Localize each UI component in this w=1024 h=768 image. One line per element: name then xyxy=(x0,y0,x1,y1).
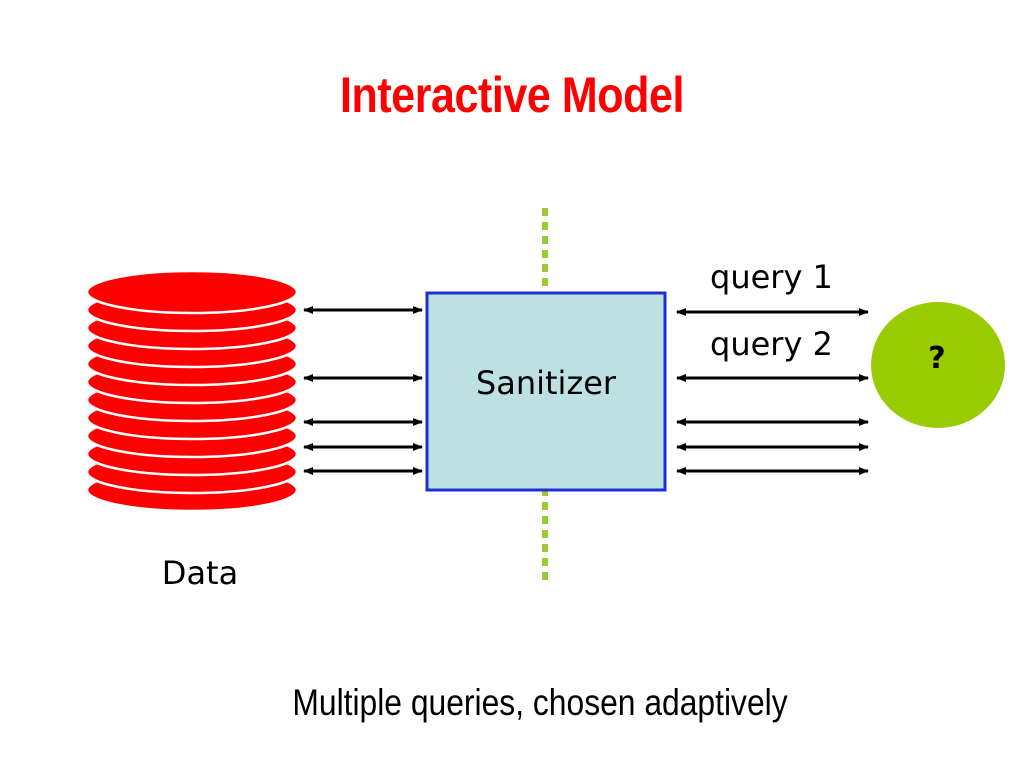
data-label: Data xyxy=(162,554,238,592)
analyst-circle xyxy=(871,302,1005,428)
slide-caption: Multiple queries, chosen adaptively xyxy=(292,682,788,723)
query-arrows xyxy=(676,308,869,475)
slide-title: Interactive Model xyxy=(340,67,684,123)
database-icon xyxy=(85,269,299,513)
analyst-label: ? xyxy=(928,341,945,376)
database-disk xyxy=(85,269,299,315)
query-1-label: query 1 xyxy=(710,258,833,296)
sanitizer-label: Sanitizer xyxy=(476,364,617,402)
sanitizer-box xyxy=(425,291,667,492)
query-2-label: query 2 xyxy=(710,325,833,363)
data-sanitizer-arrows xyxy=(303,306,423,475)
